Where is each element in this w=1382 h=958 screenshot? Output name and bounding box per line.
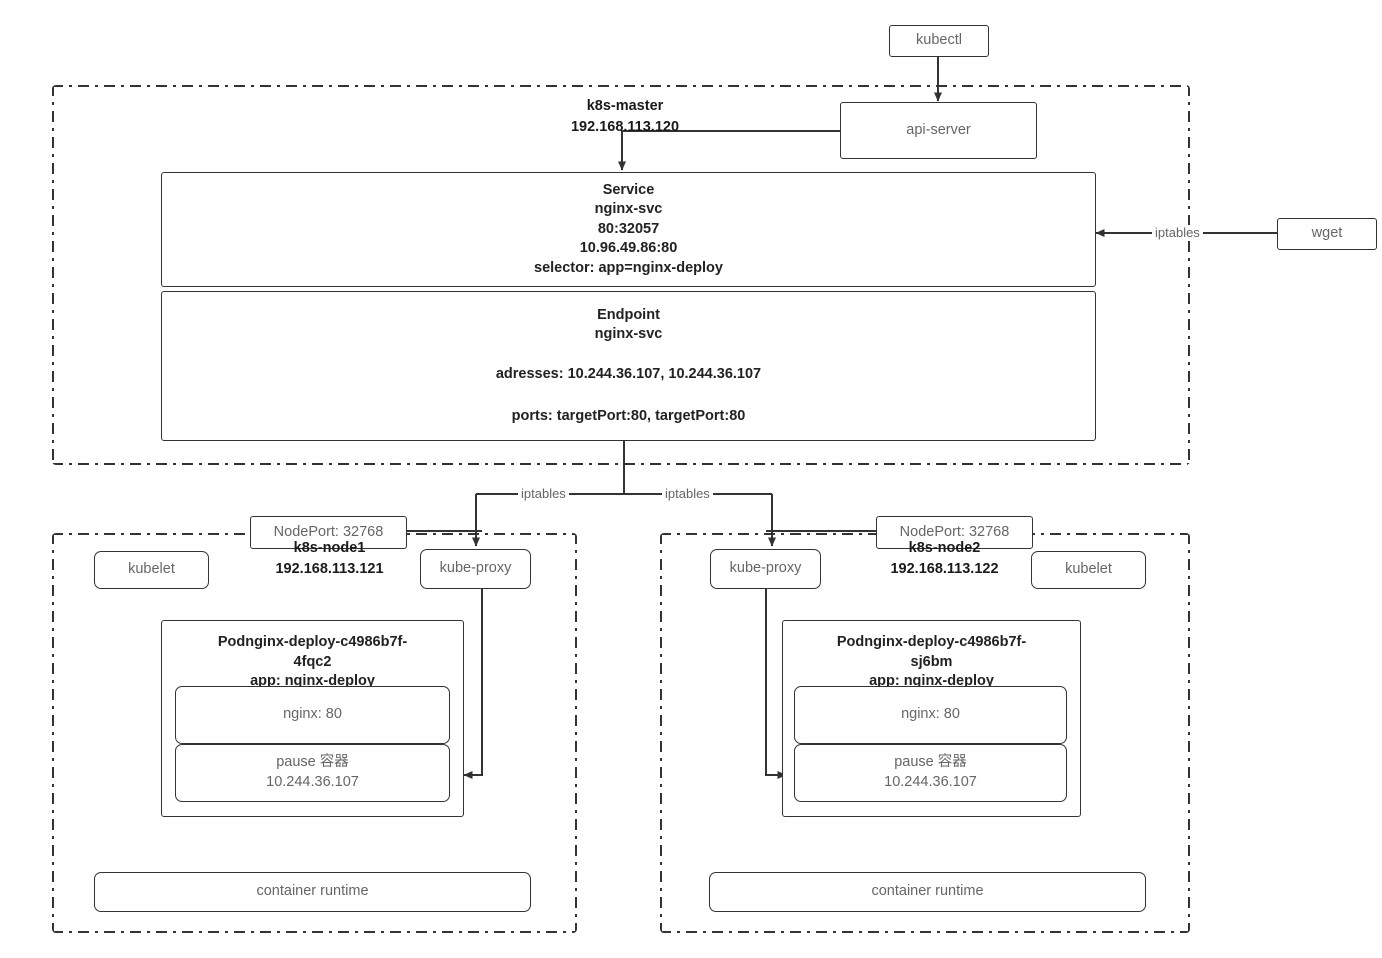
wget-label: wget [1311, 225, 1343, 242]
iptables-label-node1: iptables [518, 486, 569, 501]
endpoint-box[interactable]: Endpoint nginx-svc adresses: 10.244.36.1… [161, 291, 1096, 441]
wget-box[interactable]: wget [1277, 218, 1377, 250]
node2-nodeport-box[interactable]: NodePort: 32768 [876, 516, 1033, 549]
endpoint-kind: Endpoint [597, 306, 660, 323]
node2-container-pause-label: pause 容器 [894, 754, 967, 771]
node1-nodeport-box[interactable]: NodePort: 32768 [250, 516, 407, 549]
service-name: nginx-svc [594, 201, 663, 218]
k8s-node2-name: k8s-node2 [908, 540, 981, 556]
iptables-label-right: iptables [1152, 225, 1203, 240]
kubectl-box[interactable]: kubectl [889, 25, 989, 57]
node2-pod-name-line2: sj6bm [910, 653, 953, 670]
node2-kube-proxy-box[interactable]: kube-proxy [710, 549, 821, 589]
node1-container-pause-label: pause 容器 [276, 754, 349, 771]
service-kind: Service [602, 181, 655, 198]
node2-container-runtime-label: container runtime [871, 883, 984, 900]
service-ports: 80:32057 [597, 220, 660, 237]
k8s-node1-ip: 192.168.113.121 [275, 561, 384, 578]
node1-container-runtime-label: container runtime [256, 883, 369, 900]
k8s-master-name: k8s-master [586, 98, 664, 114]
iptables-label-node2: iptables [662, 486, 713, 501]
node1-kube-proxy-label: kube-proxy [439, 560, 512, 577]
node1-kube-proxy-box[interactable]: kube-proxy [420, 549, 531, 589]
node1-container-runtime-box[interactable]: container runtime [94, 872, 531, 912]
k8s-node1-name: k8s-node1 [293, 540, 366, 556]
node2-container-nginx-label: nginx: 80 [901, 706, 960, 723]
node2-container-pause-ip: 10.244.36.107 [884, 774, 977, 790]
api-server-box[interactable]: api-server [840, 102, 1037, 159]
node1-pod-app: app: nginx-deploy [250, 673, 375, 690]
node1-container-nginx[interactable]: nginx: 80 [175, 686, 450, 744]
node2-container-runtime-box[interactable]: container runtime [709, 872, 1146, 912]
node2-kube-proxy-label: kube-proxy [729, 560, 802, 577]
node2-kubelet-box[interactable]: kubelet [1031, 551, 1146, 589]
node1-kubelet-box[interactable]: kubelet [94, 551, 209, 589]
node1-container-pause-ip: 10.244.36.107 [266, 774, 359, 790]
node1-kubelet-label: kubelet [128, 561, 175, 578]
node2-nodeport-label: NodePort: 32768 [899, 523, 1010, 540]
node2-container-pause[interactable]: pause 容器 10.244.36.107 [794, 744, 1067, 802]
service-box[interactable]: Service nginx-svc 80:32057 10.96.49.86:8… [161, 172, 1096, 287]
node2-pod-app: app: nginx-deploy [869, 673, 994, 690]
endpoint-addresses: adresses: 10.244.36.107, 10.244.36.107 [495, 366, 762, 382]
endpoint-ports: ports: targetPort:80, targetPort:80 [511, 407, 746, 424]
service-cluster-ip: 10.96.49.86:80 [579, 240, 678, 257]
k8s-node2-ip: 192.168.113.122 [890, 561, 999, 578]
k8s-node2-title: k8s-node2 192.168.113.122 [852, 538, 1037, 580]
k8s-master-title: k8s-master 192.168.113.120 [480, 96, 770, 138]
node2-container-nginx[interactable]: nginx: 80 [794, 686, 1067, 744]
k8s-node1-title: k8s-node1 192.168.113.121 [237, 538, 422, 580]
node2-pod-name-line1: Podnginx-deploy-c4986b7f- [836, 634, 1027, 650]
api-server-label: api-server [906, 121, 971, 138]
endpoint-name: nginx-svc [594, 326, 663, 343]
node1-container-nginx-label: nginx: 80 [283, 706, 342, 723]
kubectl-label: kubectl [916, 32, 962, 49]
node1-pod-name-line1: Podnginx-deploy-c4986b7f- [217, 634, 408, 650]
node1-container-pause[interactable]: pause 容器 10.244.36.107 [175, 744, 450, 802]
k8s-master-ip: 192.168.113.120 [570, 119, 680, 136]
node1-nodeport-label: NodePort: 32768 [273, 523, 384, 540]
node1-pod-name-line2: 4fqc2 [293, 653, 332, 670]
service-selector: selector: app=nginx-deploy [534, 259, 723, 276]
node2-kubelet-label: kubelet [1065, 561, 1112, 578]
